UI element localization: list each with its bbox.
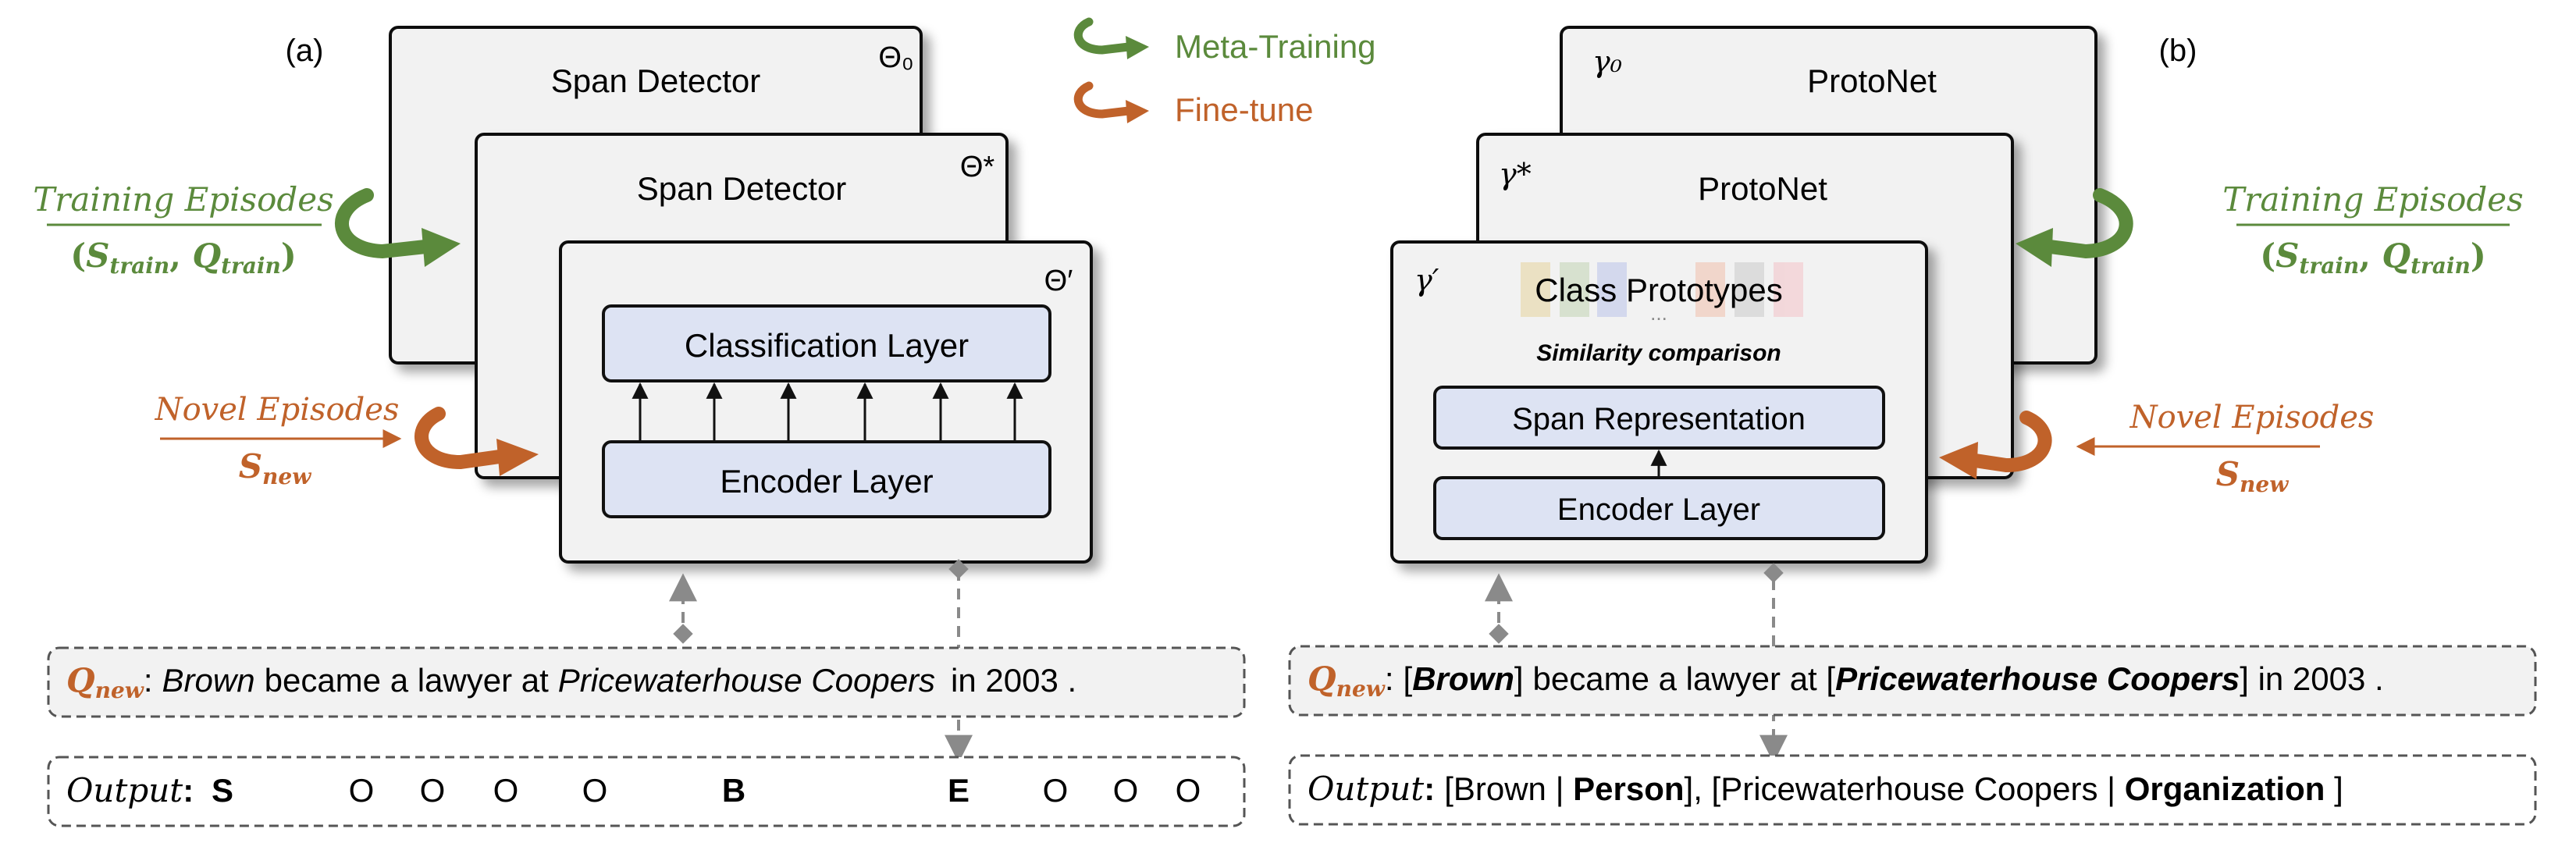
classification-layer xyxy=(602,304,1051,382)
output-tag: O xyxy=(1176,772,1201,809)
novel-episodes-formula: Snew xyxy=(239,447,312,489)
output-label: Output: xyxy=(66,771,194,809)
layer-arrows xyxy=(632,382,1023,440)
fine-tune-arrow xyxy=(1968,411,2052,473)
prototypes-ellipsis: ... xyxy=(1650,301,1667,325)
panel-a: (a) Span Detector Θ₀ Span Detector Θ* Θ′… xyxy=(33,26,1246,827)
card-param: γ′ xyxy=(1414,263,1439,297)
protonet-card-front: γ′ Class Prototypes ... Similarity compa… xyxy=(1390,240,1928,564)
meta-training-arrow xyxy=(335,188,432,259)
card-title: Span Detector xyxy=(551,62,761,99)
fine-tune-arrow xyxy=(415,407,507,470)
training-episodes-b: Training Episodes (Strain, Qtrain) xyxy=(2016,180,2524,279)
span-representation-label: Span Representation xyxy=(1512,402,1806,436)
training-episodes-a: Training Episodes (Strain, Qtrain) xyxy=(33,180,461,279)
legend-meta-label: Meta-Training xyxy=(1175,28,1376,65)
novel-episodes-a: Novel Episodes Snew xyxy=(155,392,539,489)
output-tag: O xyxy=(582,772,608,809)
legend-meta-icon xyxy=(1073,17,1133,55)
output-tag: S xyxy=(212,772,233,809)
meta-training-arrow xyxy=(2043,188,2133,259)
query-text: Qnew:[Brown]became a lawyer at [Pricewat… xyxy=(1308,660,2384,702)
novel-episodes-title: Novel Episodes xyxy=(155,392,400,428)
panel-a-label: (a) xyxy=(286,34,324,68)
encoder-layer xyxy=(1433,476,1885,540)
similarity-label: Similarity comparison xyxy=(1536,340,1781,366)
span-representation-layer xyxy=(1433,386,1885,450)
output-tag: O xyxy=(1043,772,1069,809)
class-prototype-swatches xyxy=(1521,262,1803,317)
output-box-b: Output:[Brown | Person], [Pricewaterhous… xyxy=(1288,754,2537,826)
panel-b-label: (b) xyxy=(2159,34,2197,68)
encoder-layer-label: Encoder Layer xyxy=(720,463,933,500)
card-title: ProtoNet xyxy=(1807,62,1937,99)
output-tag: O xyxy=(1113,772,1139,809)
training-episodes-formula: (Strain, Qtrain) xyxy=(2260,237,2486,279)
novel-episodes-formula: Snew xyxy=(2216,455,2290,497)
card-param: γ* xyxy=(1499,157,1532,191)
card-param: γ₀ xyxy=(1592,44,1622,79)
training-episodes-formula: (Strain, Qtrain) xyxy=(70,237,297,279)
encoder-layer-label: Encoder Layer xyxy=(1557,493,1760,527)
card-param: Θ′ xyxy=(1044,265,1073,297)
card-param: Θ₀ xyxy=(878,41,913,74)
card-param: Θ* xyxy=(960,151,995,183)
output-tag: O xyxy=(420,772,446,809)
legend-fine-icon xyxy=(1073,81,1133,119)
legend: Meta-Training Fine-tune xyxy=(1073,17,1376,128)
novel-episodes-title: Novel Episodes xyxy=(2129,400,2375,436)
panel-b: (b) ProtoNet γ₀ ProtoNet γ* γ′ xyxy=(1288,26,2537,826)
output-tag: E xyxy=(948,772,970,809)
class-prototypes-label: Class Prototypes xyxy=(1535,272,1782,308)
card-title: Span Detector xyxy=(637,170,847,207)
novel-episodes-b: Novel Episodes Snew xyxy=(1939,400,2374,497)
legend-fine-label: Fine-tune xyxy=(1175,91,1313,128)
output-tag: B xyxy=(722,772,745,809)
query-box-b: Qnew:[Brown]became a lawyer at [Pricewat… xyxy=(1288,645,2537,717)
card-title: ProtoNet xyxy=(1698,170,1827,207)
span-detector-card-front: Θ′ Classification Layer Encoder Layer xyxy=(559,240,1093,564)
training-episodes-title: Training Episodes xyxy=(33,180,333,219)
classification-layer-label: Classification Layer xyxy=(685,327,969,364)
encoder-layer xyxy=(602,440,1051,518)
output-text: Output:[Brown | Person], [Pricewaterhous… xyxy=(1308,770,2343,808)
output-tag: O xyxy=(349,772,375,809)
training-episodes-title: Training Episodes xyxy=(2222,180,2523,219)
output-tag: O xyxy=(493,772,519,809)
